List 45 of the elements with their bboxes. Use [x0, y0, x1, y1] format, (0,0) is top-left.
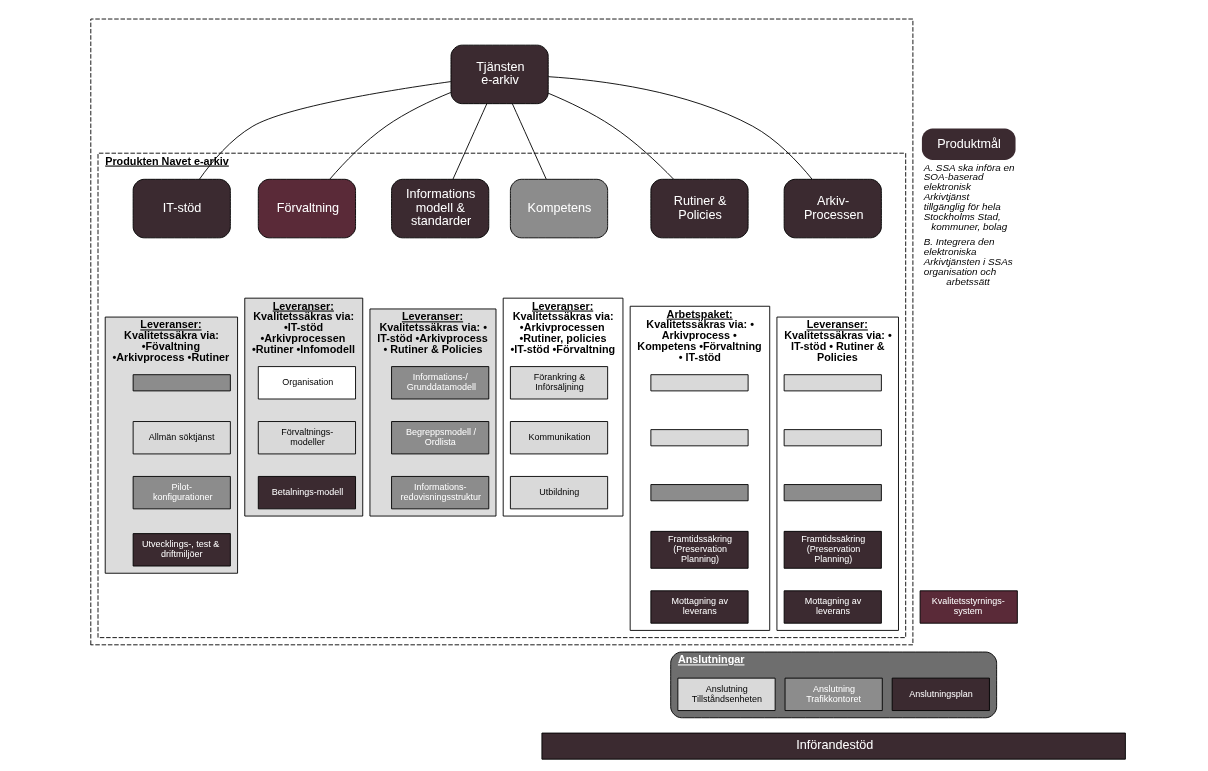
node-box: Anslutningsplan — [891, 677, 990, 711]
node-box — [132, 374, 231, 392]
node-box — [649, 484, 749, 502]
node-box: Betalnings-modell — [257, 476, 356, 510]
connector — [547, 76, 813, 180]
node-box: Mottagning av leverans — [783, 590, 882, 624]
node-box — [783, 484, 882, 502]
connector — [329, 92, 451, 180]
node-box: Kvalitetsstyrnings-system — [919, 590, 1018, 624]
node-box: Förankring & Införsäljning — [509, 366, 608, 400]
connector — [547, 92, 674, 180]
node-box: Framtidssäkring (Preservation Planning) — [783, 530, 882, 569]
node-box: Kommunikation — [509, 421, 608, 455]
node-box: Utbildning — [509, 476, 608, 510]
node-box: IT-stöd — [132, 178, 231, 239]
cluster — [89, 18, 913, 646]
node-box: Pilot-konfigurationer — [132, 476, 231, 510]
node-box: Förvaltnings-modeller — [257, 421, 356, 455]
connector — [198, 81, 451, 180]
node-box — [783, 374, 882, 392]
connector — [511, 103, 547, 180]
node-box — [649, 374, 749, 392]
node-box: Allmän söktjänst — [132, 421, 231, 455]
node-box: Organisation — [257, 366, 356, 400]
node-box: Kompetens — [509, 178, 608, 239]
node-box: Utvecklings-, test & driftmiljöer — [132, 533, 231, 567]
node-box: Informations-redovisningsstruktur — [390, 476, 489, 510]
node-box: Arkiv-Processen — [783, 178, 882, 239]
node-box: Informations modell & standarder — [390, 178, 489, 239]
node-box: Införandestöd — [540, 732, 1126, 760]
node-box: Anslutning Trafikkontoret — [784, 677, 883, 711]
node-label: B. Integrera den elektroniska Arkivtjänsten i SSAs organisation och arbetssätt — [923, 236, 1013, 287]
node-box: Informations-/ Grunddatamodell — [390, 366, 489, 400]
node-box — [649, 429, 749, 447]
node-box — [783, 429, 882, 447]
node-box: Begreppsmodell / Ordlista — [390, 421, 489, 455]
node-box: Mottagning av leverans — [649, 590, 749, 624]
node-box: Förvaltning — [257, 178, 356, 239]
node-box: Anslutning Tillståndsenheten — [676, 677, 776, 711]
node-label: A. SSA ska införa en SOA-baserad elektronisk Arkivtjänst tillgänglig för hela Stockholms Stad, kommuner, bolag — [923, 161, 1015, 232]
connector — [452, 103, 487, 180]
node-box: Framtidssäkring (Preservation Planning) — [649, 530, 749, 569]
node-box: Tjänsten e-arkiv — [450, 44, 549, 105]
node-box: Produktmål — [921, 128, 1016, 160]
node-box: Rutiner & Policies — [649, 178, 749, 239]
